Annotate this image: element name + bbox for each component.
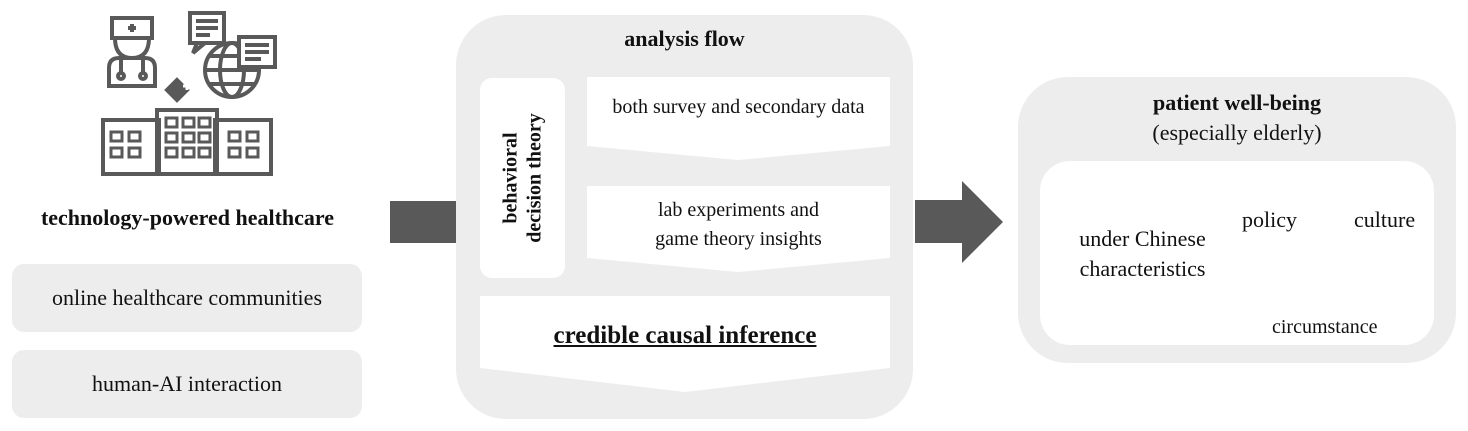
right-subtitle: (especially elderly)	[1152, 120, 1322, 145]
causal-inference-text: credible causal inference	[553, 322, 817, 349]
left-title: technology-powered healthcare	[40, 205, 335, 230]
flow-arrow-right	[915, 181, 1003, 263]
step-1-chevron	[587, 77, 890, 160]
context-box	[1040, 161, 1434, 345]
item-human-ai-interaction: human-AI interaction	[12, 350, 362, 418]
theory-box	[480, 78, 565, 278]
cycle-label-culture: culture	[1354, 207, 1416, 232]
context-line-2: characteristics	[1079, 256, 1206, 281]
context-text: under Chinese characteristics	[1050, 224, 1235, 284]
cycle-label-policy: policy	[1242, 207, 1297, 232]
step-2-chevron	[587, 186, 890, 272]
context-line-1: under Chinese	[1079, 226, 1206, 251]
causal-chevron	[480, 296, 890, 392]
step-2-text: lab experiments and game theory insights	[587, 196, 890, 254]
analysis-flow-title: analysis flow	[624, 26, 745, 51]
flow-arrow-left	[390, 201, 456, 243]
right-title-block: patient well-being (especially elderly)	[1018, 88, 1456, 148]
step-2-line-2: game theory insights	[655, 228, 822, 250]
cycle-label-circumstance: circumstance	[1272, 316, 1378, 338]
step-2-line-1: lab experiments and	[657, 199, 820, 221]
hospital-icon	[95, 8, 285, 180]
right-title: patient well-being	[1152, 90, 1322, 115]
step-1-text: both survey and secondary data	[612, 96, 865, 118]
item-online-healthcare-communities: online healthcare communities	[12, 264, 362, 332]
